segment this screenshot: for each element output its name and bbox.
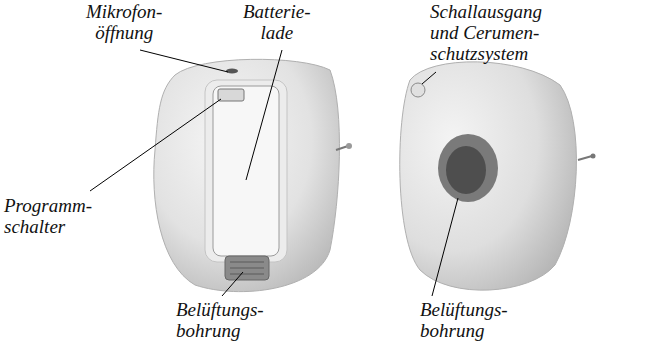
pull-knob	[346, 143, 352, 149]
shell-left	[154, 59, 340, 291]
part-label: Programm- schalter	[4, 196, 92, 238]
part-label: Schallausgang und Cerumen- schutzsystem	[430, 2, 550, 65]
leader-line	[90, 99, 221, 191]
leader-line	[140, 50, 228, 72]
pull-wire	[578, 156, 592, 160]
leader-line	[422, 72, 436, 84]
vent-left	[225, 256, 269, 280]
leader-line	[246, 50, 282, 180]
part-label: Mikrofon- öffnung	[86, 2, 162, 44]
part-label: Belüftungs- bohrung	[420, 300, 508, 342]
vent-right	[446, 146, 486, 194]
program-switch	[218, 89, 244, 101]
part-label: Belüftungs- bohrung	[176, 300, 264, 342]
faceplate	[205, 80, 287, 262]
vent-right-rim	[438, 134, 498, 202]
shell-right	[400, 62, 577, 290]
leader-line	[432, 198, 458, 296]
microphone-opening	[226, 69, 238, 74]
pull-knob	[591, 154, 596, 159]
sound-outlet	[411, 83, 425, 97]
battery-drawer	[213, 86, 279, 256]
part-label: Batterie- lade	[243, 2, 311, 44]
leader-line	[222, 272, 243, 296]
